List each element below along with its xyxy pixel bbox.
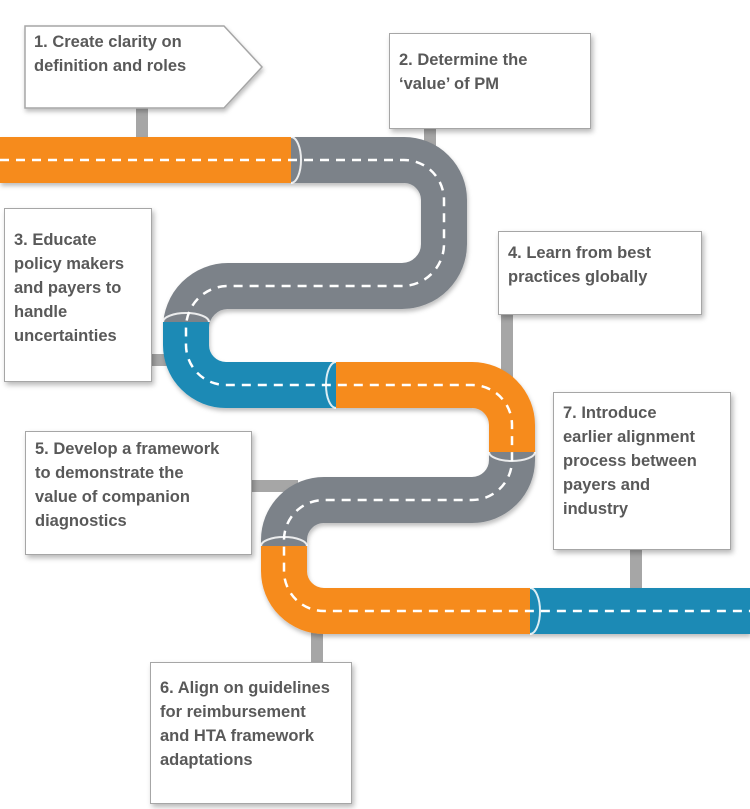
step-6-line-1: 6. Align on guidelines (160, 679, 330, 697)
step-3-line-3: and payers to (14, 279, 122, 297)
step-3-line-4: handle (14, 303, 68, 321)
step-6-line-4: adaptations (160, 751, 253, 769)
step-1-line-2: definition and roles (34, 57, 187, 75)
step-5-line-3: value of companion (35, 488, 190, 506)
step-3-callout: 3. Educate policy makers and payers to h… (4, 208, 152, 382)
step-1-callout: 1. Create clarity on definition and role… (25, 26, 225, 108)
step-6-line-2: for reimbursement (160, 703, 306, 721)
road-centre-line (0, 158, 750, 613)
step-3-line-5: uncertainties (14, 327, 117, 345)
step-1-line-1: 1. Create clarity on (34, 33, 182, 51)
step-7-line-1: 7. Introduce (563, 404, 657, 422)
step-3-line-1: 3. Educate (14, 231, 97, 249)
step-7-callout: 7. Introduce earlier alignment process b… (553, 392, 731, 550)
step-4-line-1: 4. Learn from best (508, 244, 652, 262)
step-2-callout: 2. Determine the ‘value’ of PM (389, 33, 591, 129)
step-5-line-4: diagnostics (35, 512, 127, 530)
road-segment-orange-3 (261, 546, 530, 634)
step-4-line-2: practices globally (508, 268, 648, 286)
step-3-line-2: policy makers (14, 255, 125, 273)
step-2-line-2: ‘value’ of PM (399, 75, 499, 93)
step-5-line-2: to demonstrate the (35, 464, 184, 482)
step-1-arrow-shape (24, 25, 264, 109)
step-7-line-5: industry (563, 500, 629, 518)
step-7-line-2: earlier alignment (563, 428, 696, 446)
step-6-callout: 6. Align on guidelines for reimbursement… (150, 662, 352, 804)
step-2-line-1: 2. Determine the (399, 51, 528, 69)
step-7-line-4: payers and (563, 476, 651, 494)
step-7-line-3: process between (563, 452, 697, 470)
road-segment-gray-1 (163, 137, 467, 330)
connector-5 (250, 480, 298, 492)
connector-4 (501, 314, 513, 382)
step-5-callout: 5. Develop a framework to demonstrate th… (25, 431, 252, 555)
road-segment-orange-2 (336, 362, 535, 452)
step-5-line-1: 5. Develop a framework (35, 440, 220, 458)
step-6-line-3: and HTA framework (160, 727, 315, 745)
connector-1 (136, 106, 148, 142)
road-segment-blue-1 (163, 322, 336, 408)
step-4-callout: 4. Learn from best practices globally (498, 231, 702, 315)
